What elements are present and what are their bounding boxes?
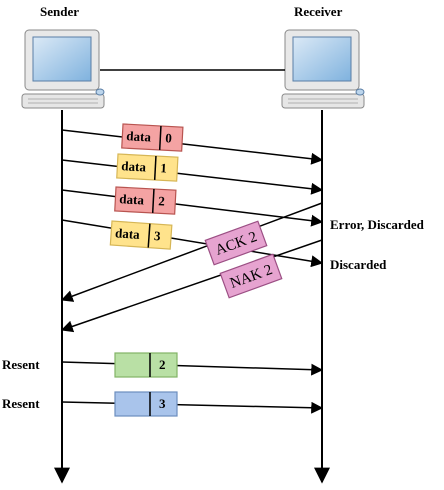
packet-label: data [121,158,147,174]
resent-3-arrow [61,401,324,414]
resent-packet-3: 3 [114,391,178,417]
data-1-arrow [61,159,324,195]
ack-2-arrow [60,202,323,302]
ack-2-box: ACK 2 [204,220,268,266]
resent-packet-2: 2 [114,352,178,378]
packet-data-3: data 3 [109,220,173,250]
packet-data-0: data 0 [121,123,184,152]
packet-seq: 1 [160,160,167,175]
nak-2-arrow [60,239,323,333]
receiver-computer-icon [281,29,365,109]
nak-2-box: NAK 2 [219,253,283,299]
packet-seq: 2 [158,193,165,208]
packet-label: data [115,225,141,242]
resent-seq: 3 [159,396,166,411]
packet-box [109,220,173,250]
resent-2-arrow [61,361,324,376]
packet-seq: 3 [154,228,162,243]
packet-label: data [126,128,152,144]
resent-seq: 2 [159,357,166,372]
data-3-arrow [61,219,324,268]
packet-seq: 0 [165,130,172,145]
packet-data-1: data 1 [116,153,179,182]
error-discarded-label: Error, Discarded [330,217,425,232]
resent-label-2: Resent [2,396,40,411]
packet-box [121,123,184,152]
data-2-arrow [61,189,324,227]
packet-label: data [119,191,145,207]
packet-data-2: data 2 [114,186,177,215]
receiver-title: Receiver [294,4,343,19]
sender-computer-icon [21,29,105,109]
data-0-arrow [61,129,324,165]
packet-box [114,186,177,215]
sender-title: Sender [40,4,79,19]
resent-label-1: Resent [2,357,40,372]
discarded-label: Discarded [330,257,387,272]
packet-box [116,153,179,182]
